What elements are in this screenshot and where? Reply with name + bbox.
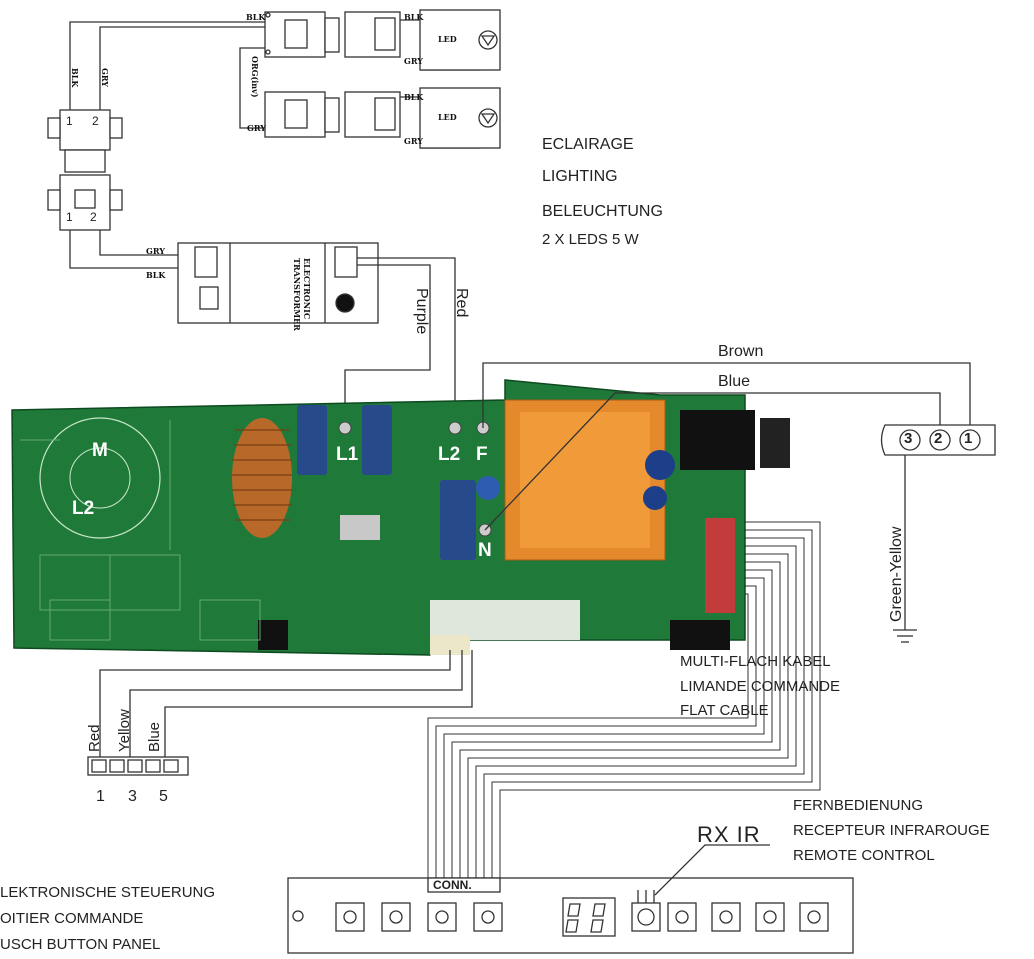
plug-to-transformer (69, 230, 178, 269)
flat-cable-de: MULTI-FLACH KABEL (680, 653, 831, 670)
rx-ir-label: RX IR (697, 822, 761, 847)
transformer-line2: TRANSFORMER (292, 258, 302, 331)
ir-receiver (631, 890, 661, 932)
plug-pin-1: 1 (66, 114, 73, 128)
lighting-en: LIGHTING (542, 168, 618, 185)
wire-label-blk-3: BLK (404, 92, 424, 102)
lighting-spec: 2 X LEDS 5 W (542, 231, 639, 248)
plug-female (47, 174, 123, 231)
panel-buttons-left (335, 902, 503, 932)
wire-label-gry-2: GRY (404, 56, 423, 66)
panel-de: LEKTRONISCHE STEUERUNG (0, 884, 216, 901)
electronic-transformer (177, 242, 379, 324)
pcb-label-l1: L1 (336, 444, 359, 465)
remote-en: REMOTE CONTROL (793, 847, 935, 864)
mains-terminal-1: 1 (964, 430, 973, 447)
wire-label-org: ORG(inv) (250, 56, 260, 98)
transformer-to-pcb (344, 257, 456, 420)
main-pcb (11, 379, 790, 656)
led-connector-bottom-left (264, 91, 340, 138)
wire-label-blue-small: Blue (146, 721, 163, 752)
wire-label-green-yellow: Green-Yellow (888, 526, 905, 622)
ground-symbol (893, 629, 917, 643)
mains-terminal-3: 3 (904, 430, 913, 447)
transformer-line1: ELECTRONIC (302, 258, 312, 320)
flat-cable-fr: LIMANDE COMMANDE (680, 678, 841, 695)
lighting-fr: ECLAIRAGE (542, 136, 634, 153)
plug-male (47, 109, 123, 173)
pcb-label-n: N (478, 540, 492, 561)
wire-label-blue: Blue (718, 373, 751, 390)
small-pin-3: 3 (128, 788, 137, 805)
small-connector-wires (99, 650, 473, 757)
led-label-bottom: LED (438, 112, 457, 122)
lighting-de: BELEUCHTUNG (542, 203, 663, 220)
pcb-label-m: M (92, 440, 108, 461)
socket-pin-2: 2 (90, 210, 97, 224)
rx-ir-leader (654, 844, 770, 896)
wire-label-blk-1: BLK (246, 12, 266, 22)
mains-terminal-2: 2 (934, 430, 943, 447)
wire-label-purple: Purple (413, 288, 430, 335)
panel-buttons-right (667, 902, 829, 932)
wire-label-gry-1: GRY (247, 123, 266, 133)
panel-fr: OITIER COMMANDE (0, 910, 144, 927)
wire-label-gry-4: GRY (146, 246, 165, 256)
wire-label-gry-plug: GRY (100, 68, 110, 87)
pcb-label-l2-left: L2 (72, 498, 95, 519)
wire-label-red: Red (453, 288, 470, 318)
led-box-bottom (419, 87, 501, 149)
led-connector-top-right (344, 11, 401, 58)
led-box-top (419, 9, 501, 71)
small-5pin-connector (87, 756, 189, 776)
mains-wires (482, 362, 971, 630)
pcb-label-l2: L2 (438, 444, 461, 465)
small-pin-1: 1 (96, 788, 105, 805)
led-label-top: LED (438, 34, 457, 44)
button-panel (287, 877, 854, 954)
wire-label-red-small: Red (86, 724, 103, 752)
wire-label-yellow: Yellow (116, 709, 133, 752)
flat-cable-wires (427, 521, 821, 878)
wire-label-gry-3: GRY (404, 136, 423, 146)
panel-en: USCH BUTTON PANEL (0, 936, 161, 953)
socket-pin-1: 1 (66, 210, 73, 224)
mains-terminal-block (880, 424, 996, 456)
small-pin-5: 5 (159, 788, 168, 805)
seven-seg-display (562, 897, 616, 937)
remote-de: FERNBEDIENUNG (793, 797, 924, 814)
wire-label-blk-2: BLK (404, 12, 424, 22)
panel-conn-label: CONN. (433, 878, 472, 892)
wire-label-brown: Brown (718, 343, 764, 360)
led-connector-bottom-right (344, 91, 401, 138)
led-connector-top-left (264, 11, 340, 58)
plug-pin-2: 2 (92, 114, 99, 128)
pcb-label-f: F (476, 444, 488, 465)
wire-label-blk-4: BLK (146, 270, 166, 280)
flat-cable-en: FLAT CABLE (680, 702, 769, 719)
wire-label-blk-plug: BLK (70, 68, 80, 88)
remote-fr: RECEPTEUR INFRAROUGE (793, 822, 990, 839)
